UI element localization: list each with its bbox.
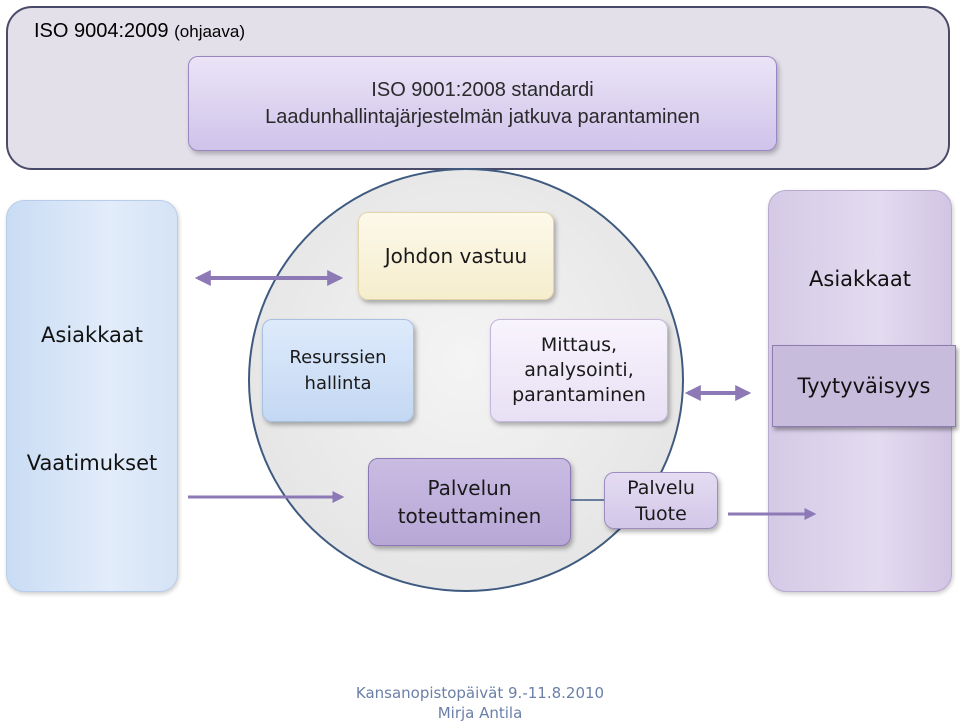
management-responsibility-label: Johdon vastuu	[384, 244, 528, 268]
banner-title-main: ISO 9004:2009	[34, 20, 169, 42]
standard-box: ISO 9001:2008 standardi Laadunhallintajä…	[188, 56, 777, 151]
resource-management-line-2: hallinta	[304, 372, 372, 394]
resource-management-line-1: Resurssien	[289, 346, 387, 368]
service-product-box: Palvelu Tuote	[604, 472, 718, 529]
satisfaction-box: Tyytyväisyys	[772, 345, 956, 427]
service-product-line-2: Tuote	[635, 502, 687, 525]
measurement-line-1: Mittaus,	[540, 334, 618, 356]
satisfaction-label: Tyytyväisyys	[797, 374, 931, 398]
service-realization-box: Palvelun toteuttaminen	[368, 458, 571, 546]
banner-title: ISO 9004:2009 (ohjaava)	[34, 20, 245, 43]
right-customers-label: Asiakkaat	[809, 267, 911, 291]
banner-title-suffix: (ohjaava)	[174, 22, 245, 41]
service-product-line-1: Palvelu	[627, 476, 695, 499]
measurement-box: Mittaus, analysointi, parantaminen	[490, 319, 668, 422]
footer-author: Mirja Antila	[437, 704, 523, 722]
standard-line-2: Laadunhallintajärjestelmän jatkuva paran…	[265, 105, 700, 128]
requirements-label: Vaatimukset	[26, 451, 158, 475]
left-customers-label: Asiakkaat	[41, 323, 143, 347]
measurement-line-2: analysointi,	[524, 359, 634, 381]
management-responsibility-box: Johdon vastuu	[358, 212, 554, 300]
resource-management-box: Resurssien hallinta	[262, 319, 414, 422]
footer-event: Kansanopistopäivät 9.-11.8.2010	[355, 684, 605, 702]
service-realization-line-2: toteuttaminen	[397, 504, 542, 528]
standard-line-1: ISO 9001:2008 standardi	[371, 78, 594, 101]
customers-requirements-column	[6, 200, 178, 592]
measurement-line-3: parantaminen	[512, 384, 646, 406]
service-realization-line-1: Palvelun	[427, 476, 512, 500]
